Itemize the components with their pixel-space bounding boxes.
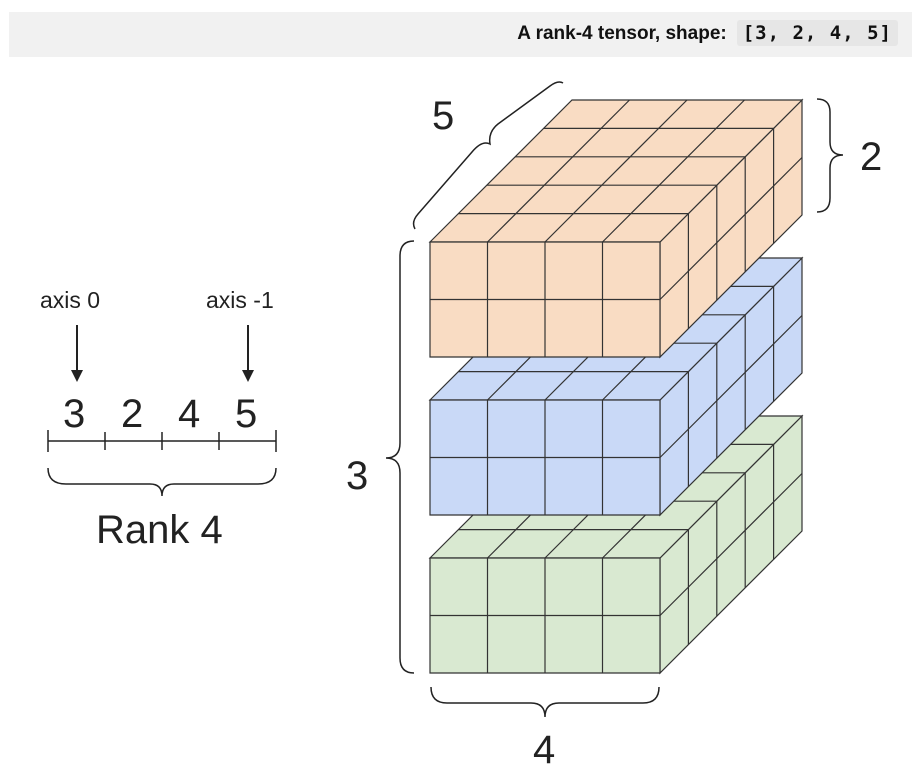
top-grid-line [544, 99, 688, 243]
height-label: 2 [860, 135, 882, 179]
top-grid-line [487, 99, 630, 243]
width-brace [430, 686, 660, 718]
caption-bar: A rank-4 tensor, shape: [3, 2, 4, 5] [9, 12, 912, 57]
caption: A rank-4 tensor, shape: [3, 2, 4, 5] [517, 20, 898, 46]
rank-label: Rank 4 [96, 508, 223, 552]
dimension-labels: 5 2 3 4 [346, 81, 882, 772]
depth-brace [412, 81, 564, 230]
axis-minus-1-label: axis -1 [206, 287, 274, 313]
axis-0-arrowhead [71, 370, 83, 382]
dim-label-0: 3 [63, 392, 85, 436]
tensor-layer-0 [428, 98, 804, 359]
dim-label-2: 4 [178, 392, 200, 436]
batch-label: 3 [346, 454, 368, 498]
height-brace [816, 98, 844, 213]
axis-minus-1-arrowhead [242, 370, 254, 382]
dim-label-3: 5 [235, 392, 257, 436]
side-grid-line [659, 315, 803, 458]
batch-brace [385, 240, 415, 674]
depth-label: 5 [432, 94, 454, 138]
top-grid-line [602, 99, 745, 243]
cube-stack [428, 98, 804, 675]
side-grid-line [659, 157, 803, 300]
axis-0-label: axis 0 [40, 287, 100, 313]
dim-label-1: 2 [121, 392, 143, 436]
rank-brace [47, 467, 277, 497]
ruler [47, 430, 277, 452]
width-label: 4 [533, 728, 555, 772]
caption-text: A rank-4 tensor, shape: [517, 23, 727, 44]
axes-diagram: axis 0 axis -1 3 2 4 5 Rank 4 [40, 287, 277, 552]
side-grid-line [659, 473, 803, 616]
shape-code: [3, 2, 4, 5] [736, 20, 898, 46]
